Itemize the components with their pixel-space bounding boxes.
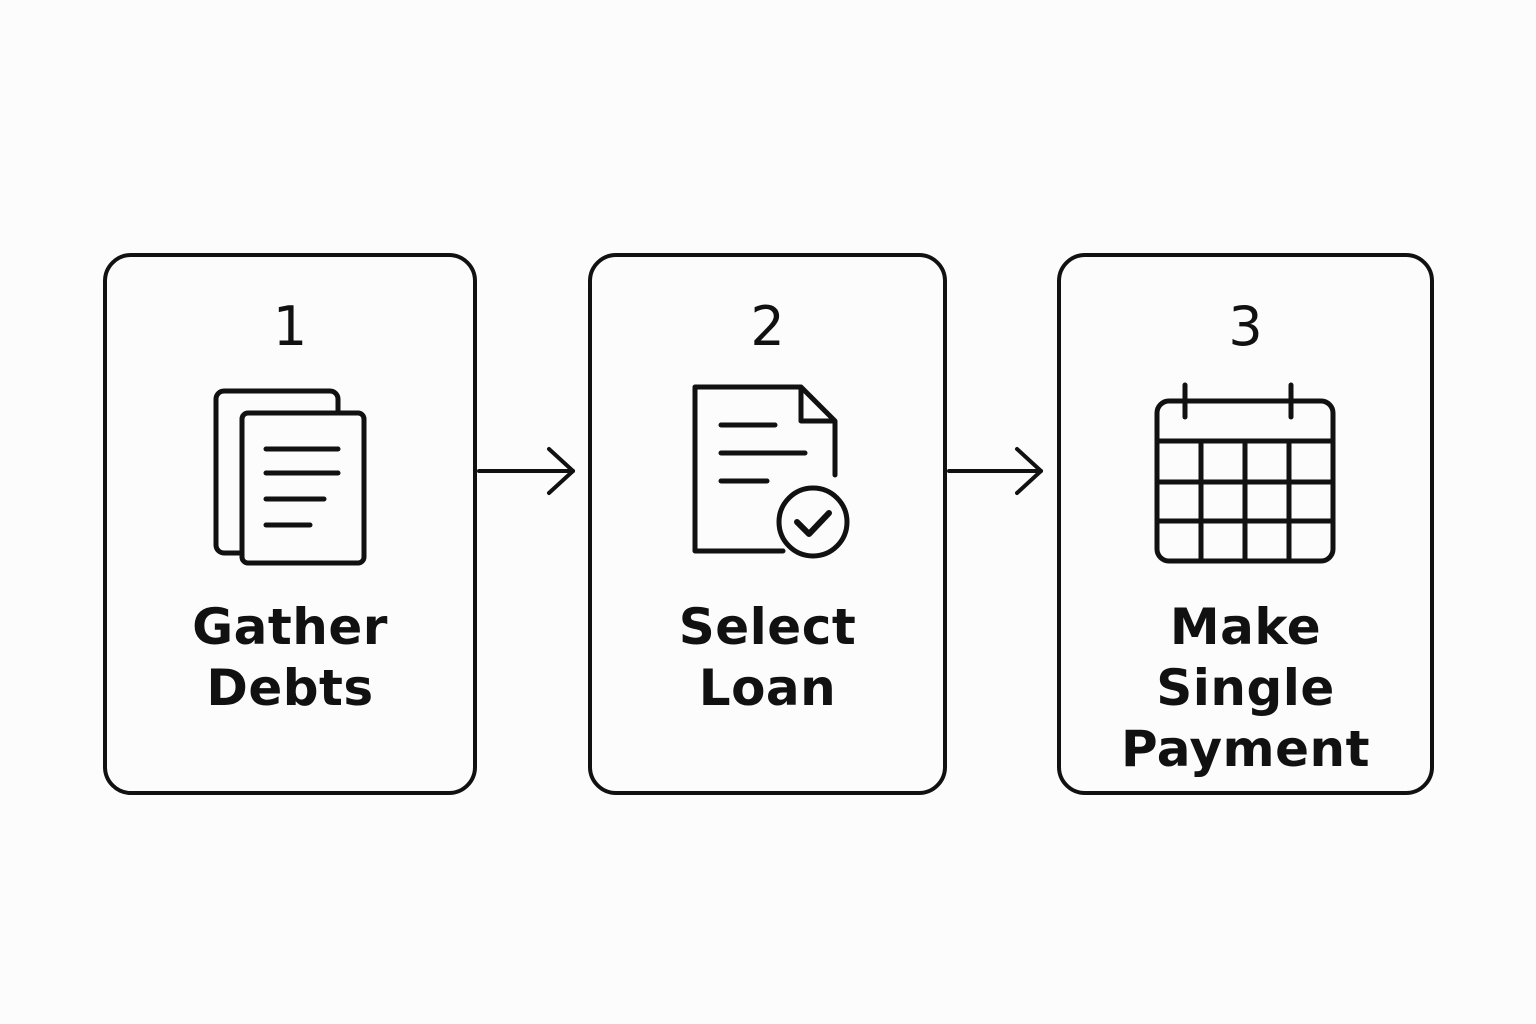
step-label: Select Loan (678, 598, 857, 717)
step-card-make-single-payment: 3 Make Single Payment (1057, 253, 1434, 795)
step-card-select-loan: 2 Select Loan (588, 253, 947, 795)
step-number: 1 (272, 295, 308, 358)
right-arrow-icon (477, 447, 575, 495)
step-card-gather-debts: 1 Gather Debts (103, 253, 477, 795)
right-arrow-icon (947, 447, 1043, 495)
step-label: Gather Debts (192, 598, 388, 717)
step-label: Make Single Payment (1120, 598, 1371, 778)
document-check-icon (692, 384, 849, 559)
documents-stack-icon (213, 388, 367, 566)
step-number: 2 (750, 295, 785, 358)
calendar-icon (1154, 382, 1335, 564)
step-number: 3 (1228, 295, 1263, 358)
